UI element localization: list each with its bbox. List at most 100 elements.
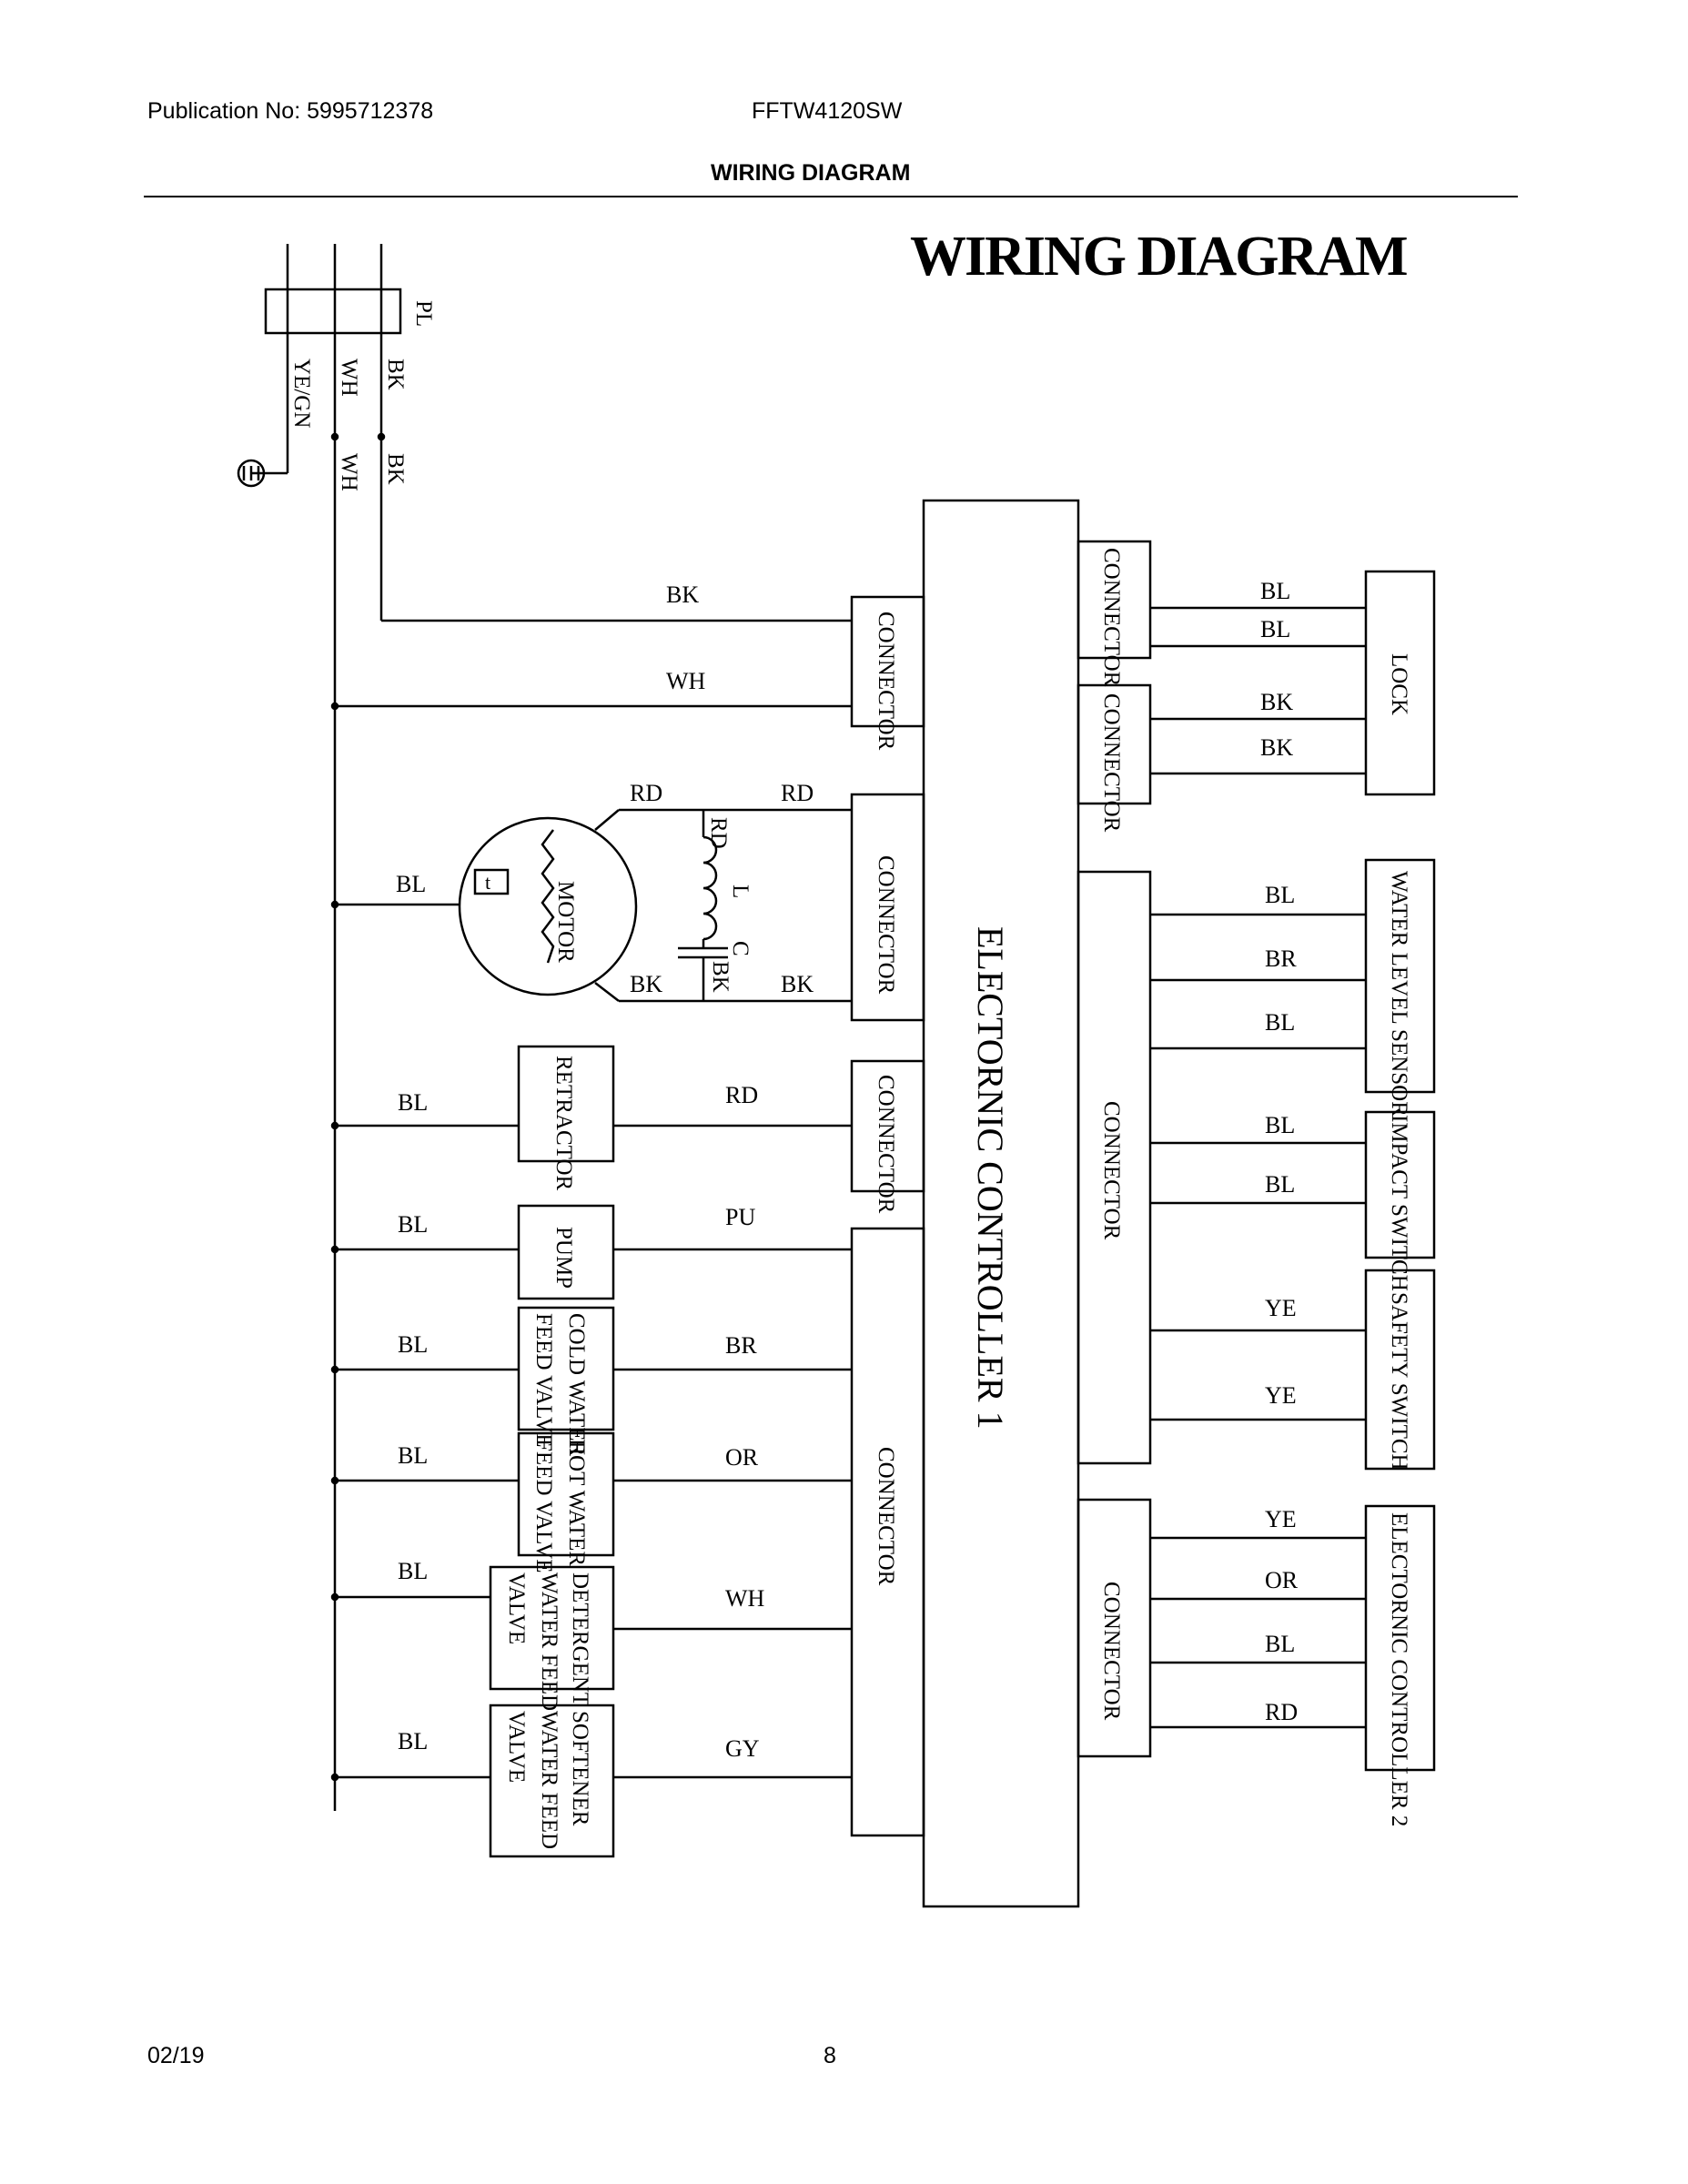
neutral-wire-label-2: WH xyxy=(337,453,361,491)
wire-label: BL xyxy=(1265,1009,1295,1036)
softener-valve-circuit: SOFTENER WATER FEED VALVE BL GY xyxy=(330,1704,852,1858)
publication-number: Publication No: 5995712378 xyxy=(147,98,434,124)
header-divider xyxy=(144,196,1518,197)
hot-valve-label-1: HOT WATER xyxy=(564,1439,589,1566)
controller-1-label: ELECTORNIC CONTROLLER 1 xyxy=(970,926,1011,1430)
wire-label: RD xyxy=(725,1082,758,1108)
inductor-label: L xyxy=(728,885,753,898)
right-connectors: CONNECTOR CONNECTOR CONNECTOR CONNECTOR xyxy=(1076,540,1152,1758)
hot-valve-label-2: FEED VALVE xyxy=(531,1439,556,1573)
connector-label: CONNECTOR xyxy=(874,612,898,751)
motor-label: MOTOR xyxy=(553,881,578,963)
model-number: FFTW4120SW xyxy=(752,98,903,124)
diagram-title: WIRING DIAGRAM xyxy=(910,226,1407,288)
connector-label: CONNECTOR xyxy=(1099,693,1124,833)
connector-label: CONNECTOR xyxy=(874,855,898,995)
lock-box xyxy=(1364,570,1436,796)
connector-label: CONNECTOR xyxy=(1099,548,1124,687)
retractor-box xyxy=(517,1045,615,1163)
wire-label: BL xyxy=(1265,1631,1295,1657)
impact-switch-circuit: IMPACT SWITCH BL BL xyxy=(1150,1110,1436,1291)
water-level-sensor-label: WATER LEVEL SENSOR xyxy=(1387,871,1411,1117)
page-number: 8 xyxy=(824,2043,836,2068)
wire-label: BK xyxy=(781,971,814,997)
thermal-label: t xyxy=(485,871,490,894)
left-connectors: CONNECTOR CONNECTOR CONNECTOR CONNECTOR xyxy=(850,595,925,1837)
motor-symbol xyxy=(458,816,638,996)
connector-controller-2 xyxy=(1076,1498,1152,1758)
wire-label: BK xyxy=(630,971,662,997)
connector-power xyxy=(850,595,925,728)
water-level-sensor-circuit: WATER LEVEL SENSOR BL BR BL xyxy=(1150,858,1436,1117)
connector-lock-1 xyxy=(1076,540,1152,660)
connector-sensors xyxy=(1076,870,1152,1465)
wire-label: RD xyxy=(781,780,814,806)
lock-circuit: LOCK BL BL BK BK xyxy=(1150,570,1436,796)
retractor-circuit: RETRACTOR BL RD xyxy=(330,1045,852,1190)
line-wire-label-2: BK xyxy=(383,453,408,485)
detergent-label-2: WATER FEED xyxy=(537,1572,561,1711)
safety-switch-label: SAFETY SWITCH xyxy=(1387,1292,1411,1471)
wire-label: OR xyxy=(1265,1567,1299,1593)
cold-valve-label-1: COLD WATER xyxy=(564,1313,589,1457)
impact-switch-box xyxy=(1364,1110,1436,1259)
pump-box xyxy=(517,1204,615,1300)
controller-2-label: ELECTORNIC CONTROLLER 2 xyxy=(1387,1512,1411,1826)
connector-label: CONNECTOR xyxy=(1099,1101,1124,1240)
wire-label: BL xyxy=(398,1331,428,1358)
wire-label: BL xyxy=(1260,578,1290,604)
wire-label: RD xyxy=(630,780,662,806)
wire-label: BL xyxy=(398,1089,428,1116)
connector-label: CONNECTOR xyxy=(874,1075,898,1214)
neutral-wire-label: WH xyxy=(337,359,361,397)
line-wire-label: BK xyxy=(383,359,408,390)
wire-label: GY xyxy=(725,1735,760,1762)
connector-valves xyxy=(850,1227,925,1837)
plug-label: PL xyxy=(411,300,436,327)
wire-label: WH xyxy=(725,1585,765,1612)
wire-label: BK xyxy=(708,961,733,993)
controller-2-circuit: ELECTORNIC CONTROLLER 2 YE OR BL RD xyxy=(1150,1504,1436,1826)
cold-water-valve-circuit: COLD WATER FEED VALVE BL BR xyxy=(330,1306,852,1457)
wire-label: YE xyxy=(1265,1506,1297,1532)
capacitor-label: C xyxy=(728,941,753,956)
wire-label: BL xyxy=(398,1442,428,1469)
wire-label: WH xyxy=(666,668,706,694)
wire-label: BL xyxy=(1265,882,1295,908)
water-level-sensor-box xyxy=(1364,858,1436,1094)
connector-lock-2 xyxy=(1076,683,1152,805)
wire-label: BL xyxy=(1260,616,1290,642)
wire-label: BR xyxy=(1265,945,1297,972)
connector-label: CONNECTOR xyxy=(1099,1582,1124,1721)
wire-label: YE xyxy=(1265,1382,1297,1409)
wire-label: RD xyxy=(706,817,731,849)
wire-label: BL xyxy=(396,871,426,897)
wire-label: RD xyxy=(1265,1699,1298,1725)
wire-label: BL xyxy=(398,1728,428,1754)
impact-switch-label: IMPACT SWITCH xyxy=(1387,1115,1411,1291)
detergent-label-3: VALVE xyxy=(504,1572,529,1644)
hot-water-valve-circuit: HOT WATER FEED VALVE BL OR xyxy=(330,1431,852,1573)
wire-label: BL xyxy=(398,1558,428,1584)
safety-switch-box xyxy=(1364,1269,1436,1471)
wire-label: BL xyxy=(398,1211,428,1238)
wire-label: BL xyxy=(1265,1171,1295,1198)
softener-valve-box xyxy=(489,1704,615,1858)
connector-label: CONNECTOR xyxy=(874,1447,898,1586)
ground-wire-label: YE/GN xyxy=(289,359,314,428)
footer-date: 02/19 xyxy=(147,2043,205,2068)
wire-label: YE xyxy=(1265,1295,1297,1321)
wire-label: BL xyxy=(1265,1112,1295,1138)
motor-circuit: MOTOR t RD RD RD L C BK BK BK BL xyxy=(330,780,852,1003)
wire-label: BK xyxy=(666,581,699,608)
hot-valve-box xyxy=(517,1431,615,1557)
softener-label-2: WATER FEED xyxy=(537,1711,561,1849)
wire-label: BR xyxy=(725,1332,757,1359)
detergent-valve-circuit: DETERGENT WATER FEED VALVE BL WH xyxy=(330,1558,852,1711)
ground-icon xyxy=(237,459,266,488)
safety-switch-circuit: SAFETY SWITCH YE YE xyxy=(1150,1269,1436,1471)
softener-label-1: SOFTENER xyxy=(568,1711,592,1826)
wire-label: OR xyxy=(725,1444,759,1471)
detergent-label-1: DETERGENT xyxy=(568,1572,592,1706)
